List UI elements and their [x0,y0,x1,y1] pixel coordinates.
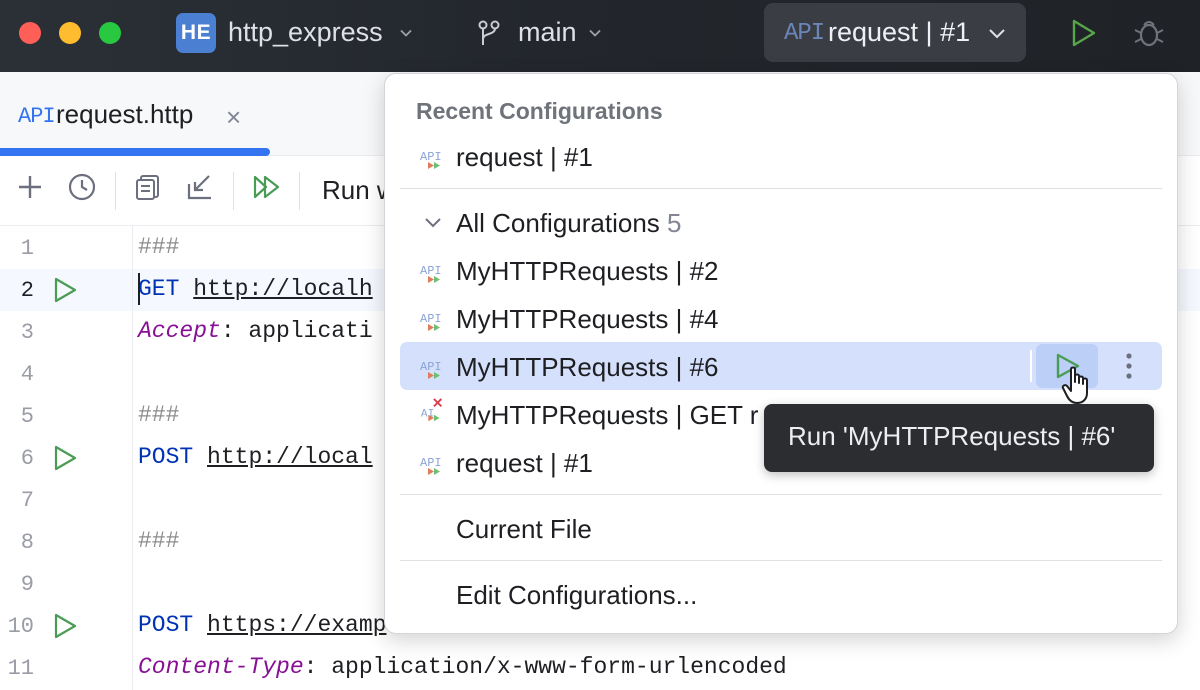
line-number: 6 [20,446,34,471]
gutter-run-icon[interactable] [52,277,78,303]
chevron-down-icon [400,29,412,37]
api-config-error-icon: AI [421,398,443,422]
popup-separator [400,494,1162,495]
line-number: 1 [20,236,34,261]
tooltip-text: Run 'MyHTTPRequests | #6' [788,421,1116,451]
code-line-3[interactable]: Accept: applicati [138,318,373,344]
svg-text:API: API [420,456,442,470]
api-config-icon: API [420,456,442,475]
run-with-label[interactable]: Run w [322,175,396,205]
svg-text:API: API [420,360,442,374]
gutter-divider [132,226,133,690]
gutter-run-icon[interactable] [52,445,78,471]
code-line-10[interactable]: POST https://examp [138,612,386,638]
popup-separator [400,560,1162,561]
more-options-icon[interactable] [1117,350,1141,382]
line-number: 7 [20,488,34,513]
url-token[interactable]: https://examp [207,612,387,638]
header-name-token: Accept [138,318,221,344]
all-configurations-label: All Configurations [456,208,660,238]
run-configuration-label: request | #1 [828,17,971,47]
header-value-token: : application/x-www-form-urlencoded [303,654,787,680]
url-token[interactable]: http://localh [193,276,373,302]
comment-token: ### [138,402,180,428]
run-icon[interactable] [1068,18,1098,48]
tab-request-http[interactable]: request.http [56,99,194,129]
line-number: 4 [20,362,34,387]
svg-text:API: API [420,150,442,164]
code-line-1[interactable]: ### [138,234,179,260]
run-configuration-selector[interactable] [764,3,1026,62]
close-window-button[interactable] [19,22,41,44]
configuration-count: 5 [667,208,682,238]
config-item[interactable]: MyHTTPRequests | #4 [456,304,719,334]
config-item-highlighted[interactable] [400,342,1162,390]
line-number: 2 [20,278,34,303]
line-number: 8 [20,530,34,555]
gutter-run-icon[interactable] [52,613,78,639]
project-badge[interactable]: HE [176,13,216,53]
examples-icon[interactable] [133,172,163,202]
history-icon[interactable] [67,172,97,202]
current-file-item[interactable]: Current File [456,514,592,544]
edit-configurations-item[interactable]: Edit Configurations... [456,580,698,610]
text-caret [138,273,140,305]
project-name[interactable]: http_express [228,17,383,47]
code-line-8[interactable]: ### [138,528,179,554]
method-token: GET [138,276,180,302]
toolbar-separator [233,172,234,210]
git-branch-icon [478,20,500,45]
svg-text:API: API [420,312,442,326]
api-file-icon: API [18,104,56,129]
recent-configurations-title: Recent Configurations [416,98,663,124]
zoom-window-button[interactable] [99,22,121,44]
api-config-icon: API [420,360,442,379]
config-item[interactable]: request | #1 [456,448,593,478]
line-number: 9 [20,572,34,597]
code-line-11[interactable]: Content-Type: application/x-www-form-url… [138,654,787,680]
method-token: POST [138,444,194,470]
branch-name[interactable]: main [518,17,577,47]
svg-text:API: API [420,264,442,278]
line-number: 3 [20,320,34,345]
config-item[interactable]: MyHTTPRequests | GET r [456,400,759,430]
hand-cursor-icon [1061,366,1088,404]
chevron-down-icon [589,29,601,37]
run-all-icon[interactable] [251,172,281,202]
api-config-icon: API [420,150,442,169]
url-token[interactable]: http://local [207,444,373,470]
api-config-icon: API [420,264,442,283]
chevron-down-icon [989,29,1005,39]
line-number: 5 [20,404,34,429]
toolbar-separator [115,172,116,210]
debug-icon[interactable] [1132,16,1166,50]
header-name-token: Content-Type [138,654,304,680]
close-tab-icon[interactable]: × [226,102,242,132]
row-divider [1030,350,1032,382]
api-config-icon: API [420,312,442,331]
add-icon[interactable] [15,172,45,202]
config-item[interactable]: MyHTTPRequests | #6 [456,352,719,382]
line-number: 11 [7,656,34,681]
header-value-token: : applicati [220,318,373,344]
all-configurations-group[interactable]: All Configurations 5 [456,208,681,239]
recent-config-item[interactable]: request | #1 [456,142,593,172]
code-line-2[interactable]: GET http://localh [138,276,373,302]
run-icon[interactable] [1053,352,1081,380]
chevron-down-icon[interactable] [424,214,442,232]
api-icon: API [784,20,825,47]
tooltip [764,404,1154,472]
import-icon[interactable] [185,172,215,202]
comment-token: ### [138,528,180,554]
comment-token: ### [138,234,180,260]
config-item[interactable]: MyHTTPRequests | #2 [456,256,719,286]
popup-separator [400,188,1162,189]
code-line-5[interactable]: ### [138,402,179,428]
code-line-6[interactable]: POST http://local [138,444,373,470]
method-token: POST [138,612,194,638]
toolbar-separator [299,172,300,210]
minimize-window-button[interactable] [59,22,81,44]
active-tab-indicator [0,148,270,156]
line-number: 10 [7,614,34,639]
